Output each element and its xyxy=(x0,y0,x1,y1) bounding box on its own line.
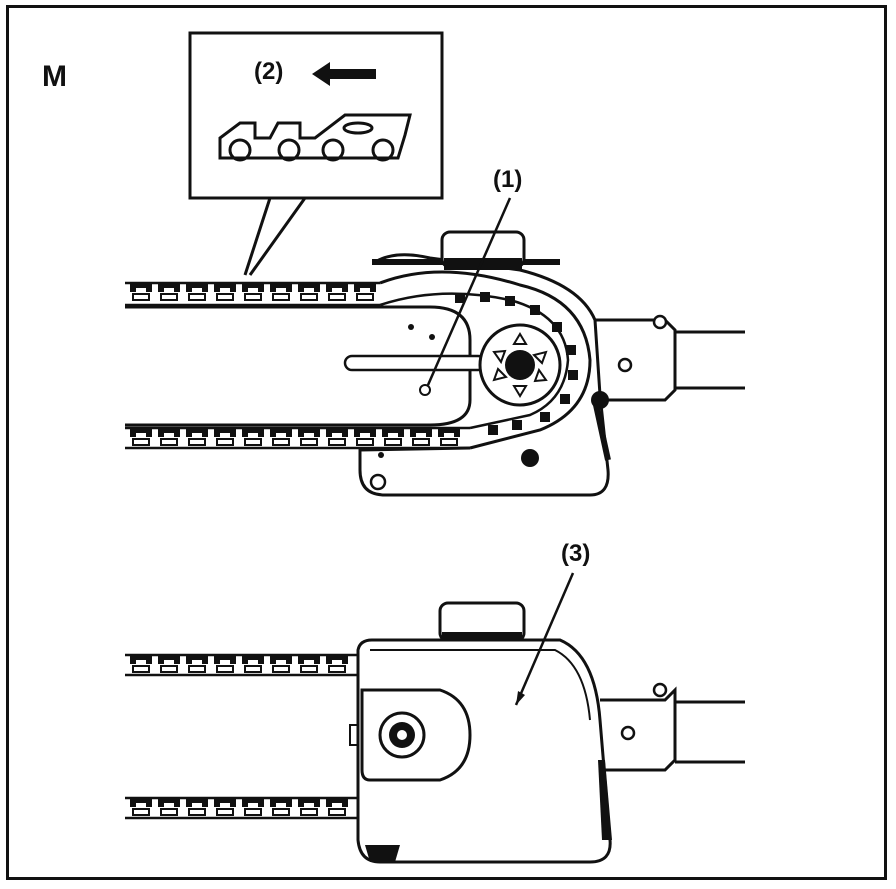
guide-bar xyxy=(125,305,472,427)
direction-inset xyxy=(188,31,444,276)
housing-bolt xyxy=(369,473,387,491)
direction-arrow-icon xyxy=(312,62,376,86)
sprocket-cover xyxy=(349,638,612,864)
callout-2: (2) xyxy=(254,58,284,85)
oil-cap-bottom xyxy=(438,601,526,643)
sprocket xyxy=(478,323,562,407)
oil-cap xyxy=(440,230,526,270)
tensioner-bolt xyxy=(591,391,609,409)
bar-slot xyxy=(343,354,487,372)
cutter-link-illustration xyxy=(218,113,412,162)
top-assembly xyxy=(125,230,745,497)
leader-line-3 xyxy=(514,572,575,706)
callout-3: (3) xyxy=(561,540,591,567)
lower-chain-links xyxy=(129,428,461,446)
callout-1: (1) xyxy=(493,166,523,193)
upper-chain-top xyxy=(125,281,380,307)
upper-chain-links xyxy=(129,283,377,301)
figure-letter: M xyxy=(42,60,68,93)
leader-line-1 xyxy=(426,197,512,386)
bottom-assembly xyxy=(125,601,745,864)
bar-hole xyxy=(419,384,431,396)
